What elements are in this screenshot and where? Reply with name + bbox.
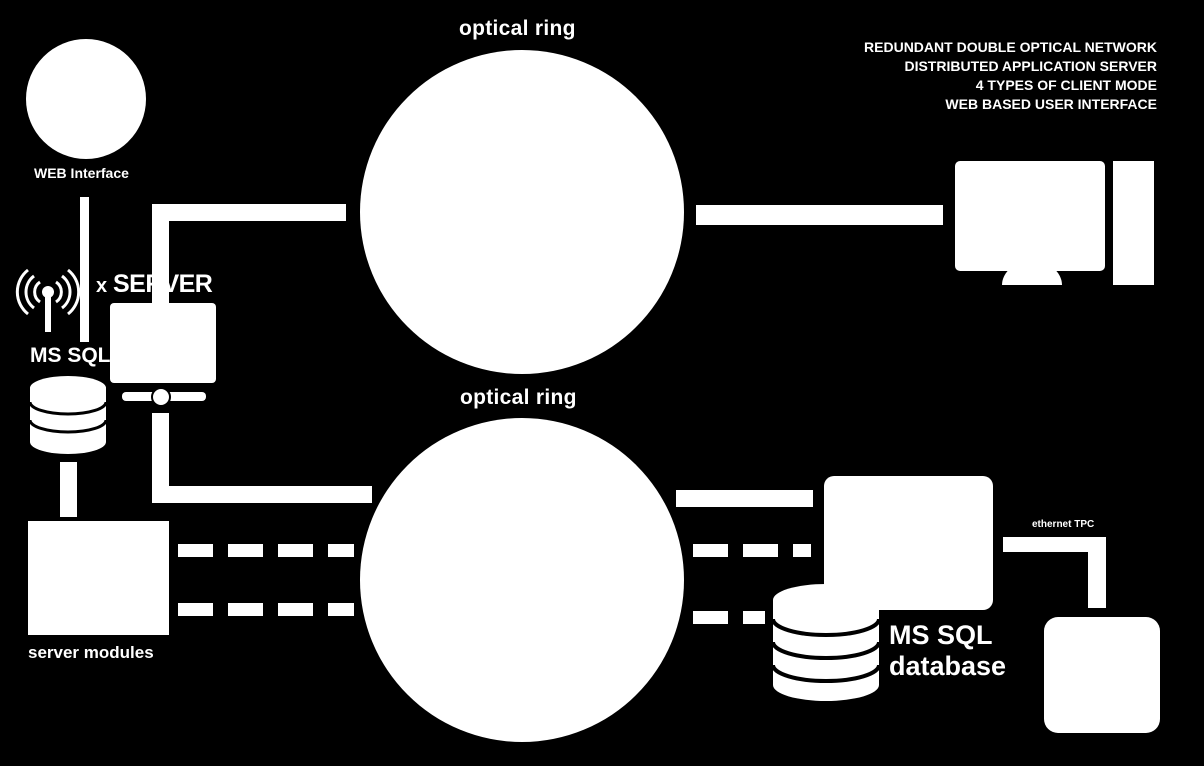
application-server-box: [824, 476, 993, 610]
server-modules-label: server modules: [28, 643, 154, 662]
web-interface-label: WEB Interface: [34, 165, 129, 181]
database-icon-left: [28, 376, 108, 454]
feature-item: DISTRIBUTED APPLICATION SERVER: [904, 58, 1157, 74]
dashed-link-upper-left: [178, 544, 354, 557]
server-label: SERVER: [113, 270, 213, 298]
wireless-antenna-icon: [15, 268, 81, 316]
ms-sql-left-label: MS SQL: [30, 344, 111, 367]
x-server-monitor-icon: [110, 303, 216, 407]
ms-sql-database-label: MS SQL database: [889, 620, 1006, 682]
web-link-line: [80, 197, 89, 342]
dashed-link-upper-right: [693, 544, 811, 557]
ms-sql-database-line1: MS SQL: [889, 620, 993, 650]
ethernet-client-box: [1044, 617, 1160, 733]
ms-sql-database-line2: database: [889, 651, 1007, 681]
feature-item: 4 TYPES OF CLIENT MODE: [975, 77, 1157, 93]
optical-ring-top: [360, 50, 684, 374]
feature-item: REDUNDANT DOUBLE OPTICAL NETWORK: [864, 39, 1157, 55]
dashed-link-lower-right: [693, 611, 765, 624]
database-icon-bottom: [771, 584, 881, 701]
ethernet-label: ethernet TPC: [1032, 519, 1095, 530]
web-globe-icon: [26, 39, 146, 159]
optical-ring-bottom-label: optical ring: [460, 386, 577, 409]
optical-ring-bottom: [360, 418, 684, 742]
x-prefix-label: x: [96, 275, 108, 297]
server-modules-box: [28, 521, 169, 635]
optical-ring-top-label: optical ring: [459, 17, 576, 40]
dashed-link-lower-left: [178, 603, 354, 616]
feature-item: WEB BASED USER INTERFACE: [945, 96, 1157, 112]
feature-list: REDUNDANT DOUBLE OPTICAL NETWORK DISTRIB…: [864, 38, 1157, 114]
client-monitor-icon: [955, 161, 1154, 285]
